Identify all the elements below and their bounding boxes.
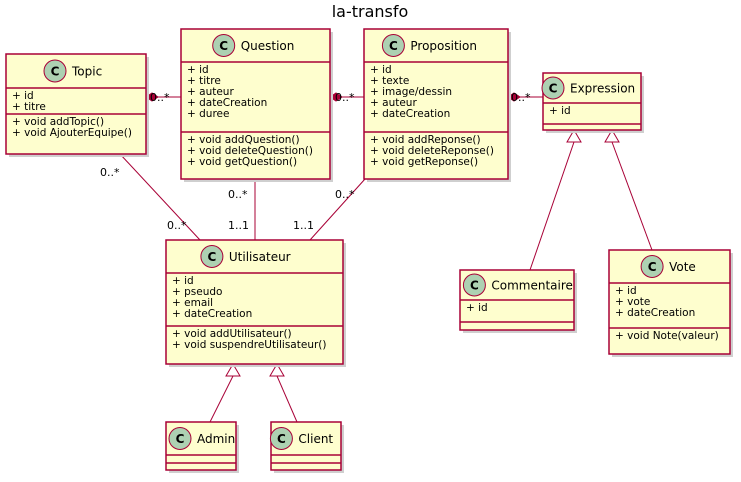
inheritance-arrow-icon [566,129,582,143]
inheritance-arrow-icon [269,363,285,377]
class-method: + void getQuestion() [187,156,297,168]
class-badge-letter: C [277,432,286,446]
class-utilisateur[interactable]: C Utilisateur + id+ pseudo+ email+ dateCre… [165,239,346,367]
class-method: + void AjouterEquipe() [12,127,132,139]
class-stereotype-badge-icon [269,427,293,450]
class-badge-letter: C [648,260,657,274]
multiplicity-label: 0..* [167,219,187,232]
multiplicity-label: 1..1 [293,219,314,232]
multiplicity-label: 0..* [150,91,170,104]
class-commentaire[interactable]: C Commentaire+ id [459,269,577,333]
class-attribute: + id [549,105,571,117]
class-attribute: + image/dessin [370,86,452,98]
class-method: + void deleteQuestion() [187,145,313,157]
class-client[interactable]: C Client [269,421,344,473]
class-stereotype-badge-icon [200,245,224,268]
class-attribute: + id [615,285,637,297]
class-attribute: + dateCreation [172,308,252,320]
class-method: + void deleteReponse() [370,145,494,157]
class-attribute: + vote [615,296,650,308]
inheritance-vote-expression [611,141,653,251]
class-attribute: + email [172,297,213,309]
inheritance-arrow-icon [225,363,241,377]
class-name: Client [298,432,333,446]
class-attribute: + dateCreation [370,108,450,120]
class-stereotype-badge-icon [168,427,192,450]
multiplicity-label: 0..* [100,166,120,179]
class-name: Commentaire [491,279,573,293]
class-stereotype-badge-icon [43,59,67,83]
class-badge-letter: C [219,39,228,53]
multiplicity-label: 0..* [335,188,355,201]
class-attribute: + dateCreation [187,97,267,109]
association-proposition-utilisateur [309,178,366,241]
class-method: + void addReponse() [370,134,481,146]
diagram-title: la-transfo [332,2,409,21]
class-name: Admin [197,432,235,446]
class-vote[interactable]: C Vote + id+ vote+ dateCreation + void Note… [608,249,733,357]
inheritance-commentaire-expression [529,141,575,271]
class-attribute: + id [187,64,209,76]
class-admin[interactable]: C Admin [165,421,239,473]
class-attribute: + id [172,275,194,287]
class-attribute: + id [12,90,34,102]
class-stereotype-badge-icon [381,34,405,57]
class-stereotype-badge-icon [212,34,236,57]
class-question[interactable]: C Question + id+ titre+ auteur+ dateCreati… [180,28,333,182]
class-name: Utilisateur [229,250,291,264]
class-name: Question [241,39,295,53]
class-topic[interactable]: C Topic + id+ titre + void addTopic()+ void… [5,53,149,157]
class-name: Proposition [410,39,477,53]
class-method: + void suspendreUtilisateur() [172,339,326,351]
class-attribute: + pseudo [172,286,222,298]
class-stereotype-badge-icon [462,273,486,297]
inheritance-client-utilisateur [276,375,298,423]
multiplicity-layer: 0..* 0..* 0..* 0..* 0..* 0..* 1..1 0..* 1..1 [100,91,531,232]
class-method: + void addTopic() [12,116,104,128]
class-badge-letter: C [51,65,60,79]
class-method: + void Note(valeur) [615,330,719,342]
class-badge-letter: C [207,250,216,264]
class-box [165,239,344,365]
class-box [180,28,331,180]
multiplicity-label: 0..* [335,91,355,104]
class-badge-letter: C [549,82,558,96]
association-topic-utilisateur [119,153,201,241]
class-attribute: + texte [370,75,409,87]
class-stereotype-badge-icon [541,76,565,100]
multiplicity-label: 0..* [228,188,248,201]
class-box [5,53,147,155]
class-attribute: + id [466,302,488,314]
class-badge-letter: C [389,39,398,53]
inheritance-admin-utilisateur [209,375,234,423]
class-attribute: + auteur [187,86,234,98]
class-attribute: + duree [187,108,229,120]
class-proposition[interactable]: C Proposition + id+ texte+ image/dessin+ a… [363,28,511,182]
inheritance-arrow-icon [604,129,620,143]
class-attribute: + titre [187,75,221,87]
class-badge-letter: C [470,279,479,293]
multiplicity-label: 1..1 [228,219,249,232]
class-name: Topic [71,65,102,79]
class-box [608,249,731,355]
class-name: Vote [669,260,696,274]
class-expression[interactable]: C Expression + id [541,72,644,133]
class-method: + void getReponse() [370,156,478,168]
class-badge-letter: C [176,432,185,446]
class-box [542,72,642,131]
class-attribute: + auteur [370,97,417,109]
class-attribute: + dateCreation [615,307,695,319]
class-stereotype-badge-icon [640,255,664,278]
multiplicity-label: 0..* [511,91,531,104]
class-attribute: + id [370,64,392,76]
class-method: + void addUtilisateur() [172,328,292,340]
class-method: + void addQuestion() [187,134,300,146]
class-attribute: + titre [12,101,46,113]
class-name: Expression [570,82,635,96]
